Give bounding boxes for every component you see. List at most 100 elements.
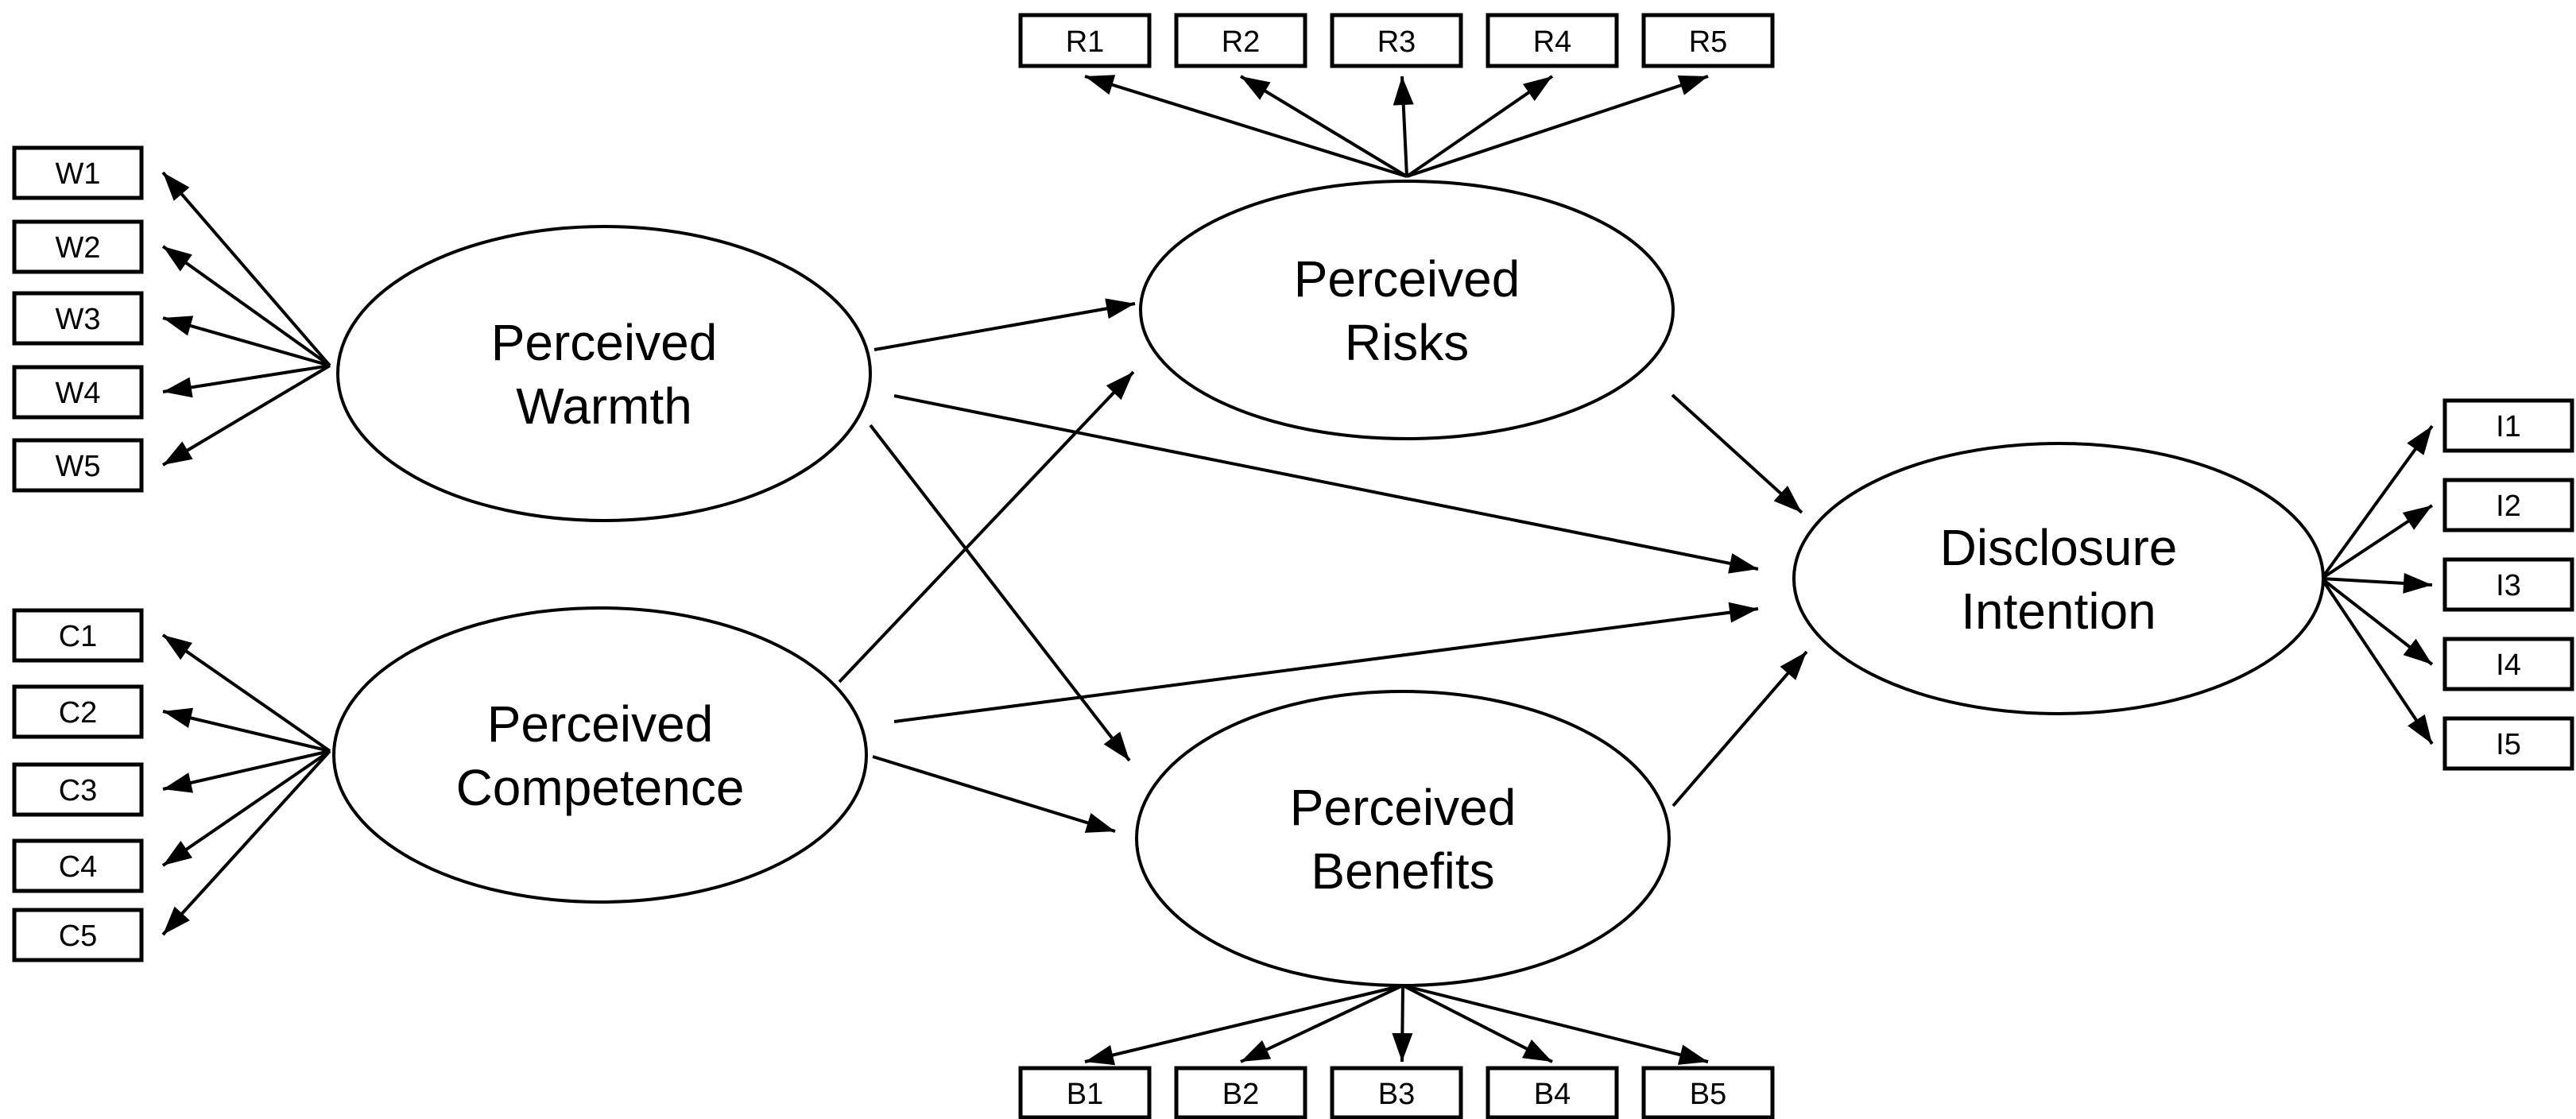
indicator-box-r1	[1018, 13, 1152, 68]
loading-arrow-b1	[1084, 984, 1404, 1066]
indicator-label-b4: B4	[1534, 1078, 1571, 1111]
indicator-box-i1	[2442, 398, 2574, 453]
indicator-i3: I3	[2442, 557, 2574, 612]
indicator-w4: W4	[12, 365, 144, 420]
path-competence-to-benefits	[872, 755, 1116, 833]
indicator-label-r2: R2	[1222, 25, 1261, 59]
path-warmth-to-benefits	[869, 424, 1131, 762]
disclosure-intention-label-line2: Intention	[1961, 583, 2156, 640]
perceived-benefits-label-line1: Perceived	[1290, 779, 1517, 836]
indicator-label-r4: R4	[1533, 25, 1572, 59]
indicator-box-b1	[1018, 1066, 1152, 1119]
indicator-label-i4: I4	[2496, 649, 2521, 682]
loading-arrow-i3	[2321, 572, 2433, 594]
indicator-label-b3: B3	[1378, 1078, 1415, 1111]
latent-variables: Perceived Warmth Perceived Competence Pe…	[332, 180, 2325, 987]
loading-arrow-c5	[161, 749, 331, 936]
indicator-c5: C5	[12, 908, 144, 962]
perceived-benefits-ellipse	[1135, 690, 1671, 987]
path-warmth-to-disclosure	[893, 394, 1759, 574]
indicator-box-b4	[1486, 1066, 1619, 1119]
disclosure-intention-ellipse	[1792, 442, 2325, 715]
loading-arrow-w3	[162, 316, 331, 367]
indicator-label-w2: W2	[56, 231, 101, 265]
indicator-label-i3: I3	[2496, 569, 2521, 602]
loading-arrow-r4	[1405, 75, 1554, 178]
indicator-box-w5	[12, 438, 144, 493]
indicator-i2: I2	[2442, 478, 2574, 532]
indicator-box-i5	[2442, 716, 2574, 771]
loading-arrow-i4	[2320, 577, 2434, 666]
indicator-b3: B3	[1330, 1066, 1463, 1119]
indicator-r5: R5	[1641, 13, 1775, 68]
indicator-c2: C2	[12, 684, 144, 739]
loading-arrow-b3	[1392, 985, 1413, 1063]
indicator-i5: I5	[2442, 716, 2574, 771]
indicator-label-i1: I1	[2496, 410, 2521, 443]
indicator-box-i2	[2442, 478, 2574, 532]
indicator-label-c5: C5	[59, 920, 98, 953]
indicator-r3: R3	[1330, 13, 1463, 68]
indicator-r1: R1	[1018, 13, 1152, 68]
indicator-r4: R4	[1486, 13, 1619, 68]
indicator-box-w1	[12, 145, 144, 200]
indicator-b5: B5	[1641, 1066, 1775, 1119]
loading-arrow-b4	[1402, 984, 1553, 1063]
path-competence-to-disclosure	[893, 602, 1759, 723]
indicator-box-i4	[2442, 637, 2574, 691]
indicator-box-w2	[12, 219, 144, 274]
latent-perceived-competence: Perceived Competence	[332, 606, 868, 904]
indicator-box-b5	[1641, 1066, 1775, 1119]
perceived-risks-label-line2: Risks	[1345, 314, 1469, 371]
loading-arrow-r1	[1084, 75, 1408, 178]
indicator-b2: B2	[1174, 1066, 1307, 1119]
indicator-box-w4	[12, 365, 144, 420]
perceived-competence-ellipse	[332, 606, 868, 904]
perceived-competence-label-line1: Perceived	[487, 695, 714, 753]
loading-arrow-i5	[2320, 577, 2434, 745]
perceived-warmth-label-line2: Warmth	[516, 378, 692, 435]
disclosure-intention-label-line1: Disclosure	[1940, 519, 2178, 576]
indicator-label-b1: B1	[1067, 1078, 1103, 1111]
indicator-w5: W5	[12, 438, 144, 493]
latent-disclosure-intention: Disclosure Intention	[1792, 442, 2325, 715]
indicator-box-w3	[12, 291, 144, 346]
loading-arrow-w4	[162, 364, 331, 398]
indicator-label-w1: W1	[56, 157, 101, 191]
indicator-w2: W2	[12, 219, 144, 274]
indicator-box-c5	[12, 908, 144, 962]
indicator-w1: W1	[12, 145, 144, 200]
indicator-box-c4	[12, 838, 144, 893]
loading-arrow-w2	[161, 245, 331, 367]
indicator-c4: C4	[12, 838, 144, 893]
structural-paths	[838, 298, 1808, 833]
path-benefits-to-disclosure	[1671, 650, 1808, 807]
indicator-box-r3	[1330, 13, 1463, 68]
loading-arrow-i2	[2320, 504, 2434, 580]
loading-arrow-b2	[1240, 984, 1404, 1063]
measurement-arrows	[161, 75, 2434, 1066]
indicator-i1: I1	[2442, 398, 2574, 453]
loading-arrow-i1	[2320, 424, 2434, 580]
loading-arrow-r5	[1406, 75, 1709, 178]
indicator-label-c3: C3	[59, 774, 98, 807]
indicator-label-w5: W5	[56, 450, 101, 483]
loading-arrow-w5	[161, 364, 331, 467]
indicator-box-b2	[1174, 1066, 1307, 1119]
loading-arrow-c1	[161, 633, 331, 753]
indicator-box-c2	[12, 684, 144, 739]
perceived-risks-label-line1: Perceived	[1294, 250, 1520, 308]
indicator-c1: C1	[12, 608, 144, 663]
indicator-i4: I4	[2442, 637, 2574, 691]
perceived-warmth-ellipse	[336, 225, 872, 522]
indicator-box-i3	[2442, 557, 2574, 612]
indicator-label-c1: C1	[59, 620, 98, 653]
indicator-box-r4	[1486, 13, 1619, 68]
indicator-label-r5: R5	[1689, 25, 1728, 59]
loading-arrow-r2	[1239, 75, 1408, 178]
perceived-warmth-label-line1: Perceived	[491, 314, 718, 371]
indicator-boxes: W1 W2 W3 W4 W5 C1 C2 C3	[12, 13, 2574, 1119]
perceived-risks-ellipse	[1139, 180, 1675, 440]
loading-arrow-c2	[162, 707, 331, 753]
